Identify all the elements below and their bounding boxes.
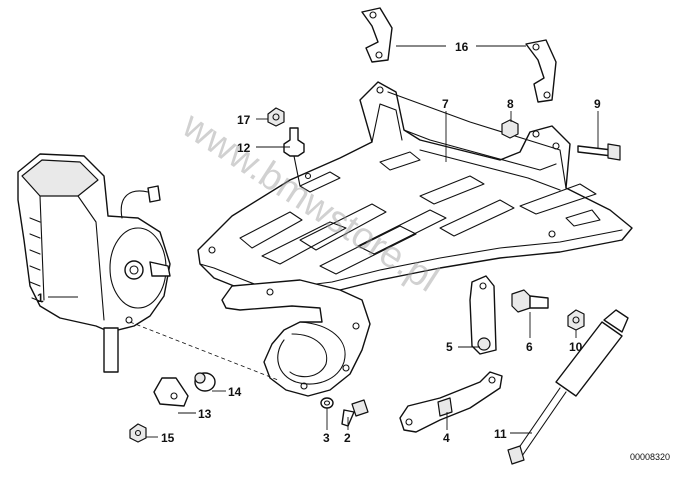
callout-3: 3 <box>323 431 330 445</box>
callout-16: 16 <box>455 40 469 54</box>
strap-4 <box>399 371 503 433</box>
assembly-line <box>129 321 279 381</box>
bracket-16-right <box>525 39 557 103</box>
bolt-9 <box>577 143 621 161</box>
stud-6 <box>511 289 549 313</box>
callout-9: 9 <box>594 97 601 111</box>
nut-17 <box>267 107 285 127</box>
callout-4: 4 <box>443 431 450 445</box>
gas-strut-11 <box>507 309 629 465</box>
callout-17: 17 <box>237 113 251 127</box>
pin-12 <box>283 127 305 187</box>
bracket-5 <box>469 275 497 355</box>
callout-15: 15 <box>161 431 175 445</box>
nut-10 <box>567 309 585 331</box>
diagram-code: 00008320 <box>630 452 670 462</box>
callout-12: 12 <box>237 141 251 155</box>
control-unit-1 <box>17 153 171 373</box>
bolt-2 <box>341 399 369 427</box>
seat-frame-7 <box>197 81 633 301</box>
callout-13: 13 <box>198 407 212 421</box>
callout-14: 14 <box>228 385 242 399</box>
callout-7: 7 <box>442 97 449 111</box>
plug-14 <box>194 372 216 392</box>
support-plate <box>221 279 371 397</box>
callout-1: 1 <box>37 291 44 305</box>
callout-10: 10 <box>569 340 583 354</box>
callout-2: 2 <box>344 431 351 445</box>
bracket-16-left <box>361 7 393 63</box>
callout-11: 11 <box>494 427 507 441</box>
leader-lines <box>48 45 599 438</box>
callout-6: 6 <box>526 340 533 354</box>
clip-13 <box>153 377 189 407</box>
nut-15 <box>129 423 147 443</box>
callout-8: 8 <box>507 97 514 111</box>
washer-3 <box>320 397 334 409</box>
callout-5: 5 <box>446 340 453 354</box>
nut-8 <box>501 119 519 139</box>
